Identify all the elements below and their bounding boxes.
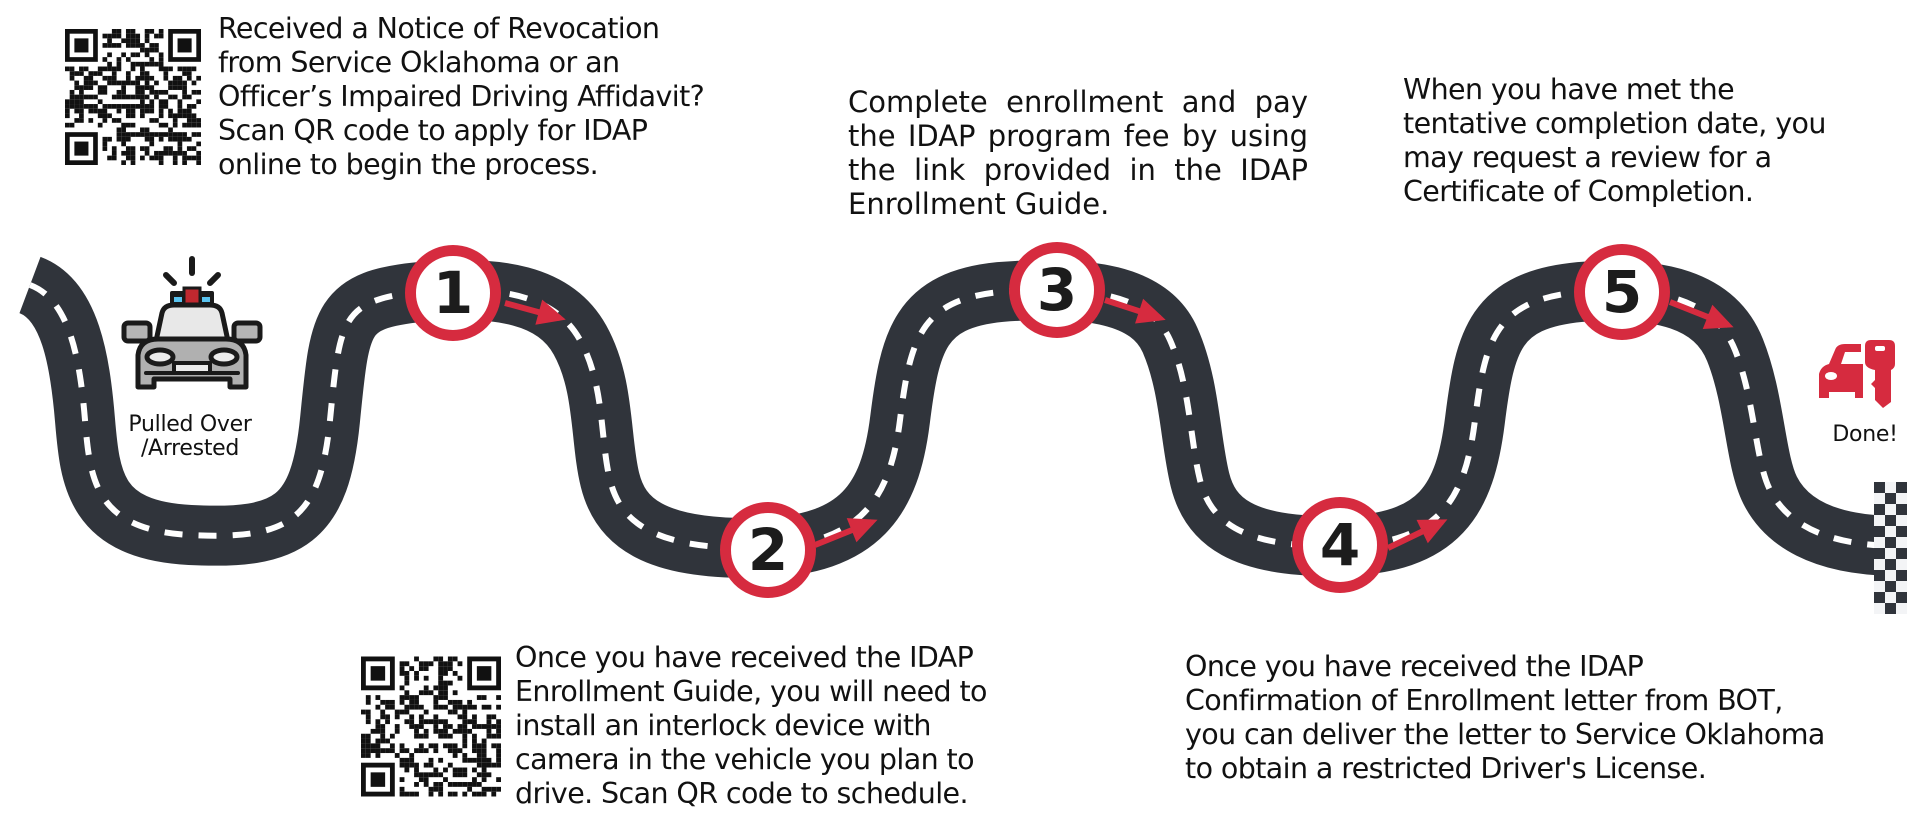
flag-square [1885, 493, 1896, 504]
start-label-line: Pulled Over [128, 412, 252, 437]
step-2-marker: 2 [720, 502, 816, 598]
step-1-description: Received a Notice of Revocation from Ser… [218, 12, 758, 182]
qr-code-icon[interactable] [65, 27, 201, 167]
police-car-icon [121, 256, 263, 390]
step-5-line: When you have met the [1403, 73, 1735, 106]
start-label: Pulled Over /Arrested [110, 413, 270, 461]
flag-square [1874, 603, 1885, 614]
start-label-line: /Arrested [140, 436, 240, 461]
flag-square [1896, 515, 1907, 526]
step-5-description: When you have met the tentative completi… [1403, 73, 1883, 209]
step-5-line: may request a review for a [1403, 141, 1772, 174]
flag-square [1885, 537, 1896, 548]
flag-square [1885, 515, 1896, 526]
flag-square [1896, 559, 1907, 570]
step-3-description: Complete enrollment and pay the IDAP pro… [848, 85, 1308, 221]
flag-square [1896, 581, 1907, 592]
step-2-line: drive. Scan QR code to schedule. [515, 777, 969, 810]
flag-square [1885, 592, 1896, 603]
flag-square [1885, 482, 1896, 493]
step-2-line: Once you have received the IDAP [515, 641, 974, 674]
step-2-description: Once you have received the IDAP Enrollme… [515, 641, 1035, 811]
step-1-line: Scan QR code to apply for IDAP [218, 114, 648, 147]
flag-square [1885, 603, 1896, 614]
step-2-line: camera in the vehicle you plan to [515, 743, 975, 776]
direction-arrow-head [1416, 519, 1448, 544]
step-4-line: Confirmation of Enrollment letter from B… [1185, 684, 1783, 717]
flag-square [1896, 537, 1907, 548]
flag-square [1885, 526, 1896, 537]
flag-square [1874, 482, 1885, 493]
flag-square [1874, 526, 1885, 537]
step-4-description: Once you have received the IDAP Confirma… [1185, 650, 1905, 786]
step-4-line: Once you have received the IDAP [1185, 650, 1644, 683]
step-3-marker: 3 [1009, 242, 1105, 338]
flag-square [1896, 603, 1907, 614]
flag-square [1874, 592, 1885, 603]
flag-square [1896, 592, 1907, 603]
flag-square [1885, 570, 1896, 581]
qr-code-icon[interactable] [361, 655, 501, 798]
direction-arrow-head [1702, 304, 1734, 329]
flag-square [1896, 504, 1907, 515]
flag-square [1896, 493, 1907, 504]
step-1-line: online to begin the process. [218, 148, 599, 181]
step-1-line: Officer’s Impaired Driving Affidavit? [218, 80, 705, 113]
flag-square [1896, 526, 1907, 537]
flag-square [1885, 504, 1896, 515]
step-5-line: tentative completion date, you [1403, 107, 1826, 140]
flag-square [1874, 570, 1885, 581]
step-4-line: you can deliver the letter to Service Ok… [1185, 718, 1825, 751]
flag-square [1874, 559, 1885, 570]
flag-square [1874, 493, 1885, 504]
finish-label: Done! [1832, 422, 1898, 447]
flag-square [1885, 559, 1896, 570]
car-key-icon [1819, 340, 1895, 408]
direction-arrow-head [1135, 298, 1166, 324]
step-5-marker: 5 [1574, 244, 1670, 340]
flag-square [1896, 570, 1907, 581]
flag-square [1874, 515, 1885, 526]
flag-square [1874, 548, 1885, 559]
step-4-line: to obtain a restricted Driver's License. [1185, 752, 1707, 785]
flag-square [1896, 548, 1907, 559]
flag-square [1874, 504, 1885, 515]
step-1-line: from Service Oklahoma or an [218, 46, 620, 79]
step-5-line: Certificate of Completion. [1403, 175, 1754, 208]
direction-arrows [504, 297, 1734, 551]
step-1-marker: 1 [405, 245, 501, 341]
flag-square [1874, 581, 1885, 592]
flag-square [1885, 548, 1896, 559]
flag-square [1896, 482, 1907, 493]
step-2-line: install an interlock device with [515, 709, 931, 742]
checkered-flag-icon [1874, 482, 1907, 614]
step-1-line: Received a Notice of Revocation [218, 12, 660, 45]
flag-square [1885, 581, 1896, 592]
flag-square [1874, 537, 1885, 548]
step-2-line: Enrollment Guide, you will need to [515, 675, 987, 708]
direction-arrow-head [846, 518, 878, 543]
step-4-marker: 4 [1292, 497, 1388, 593]
direction-arrow-head [535, 299, 566, 325]
